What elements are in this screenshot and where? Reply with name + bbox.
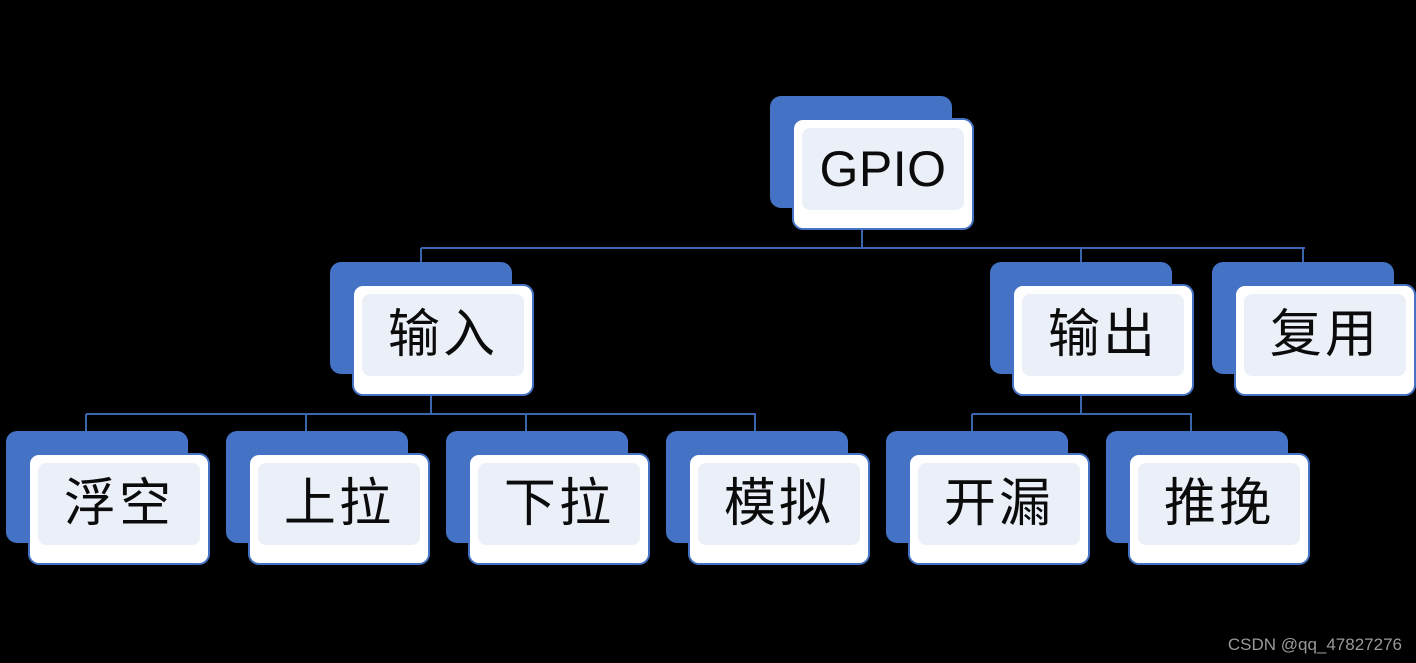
node-card: 模拟 bbox=[688, 453, 870, 565]
node-card: 复用 bbox=[1234, 284, 1416, 396]
node-label: 输出 bbox=[1047, 305, 1159, 365]
node-label: 模拟 bbox=[723, 474, 835, 534]
node-alternate[interactable]: 复用 bbox=[1212, 262, 1416, 396]
node-opendrain[interactable]: 开漏 bbox=[886, 431, 1090, 565]
node-panel: 开漏 bbox=[918, 463, 1080, 545]
node-panel: GPIO bbox=[802, 128, 964, 210]
node-card: 开漏 bbox=[908, 453, 1090, 565]
node-panel: 输入 bbox=[362, 294, 524, 376]
node-panel: 模拟 bbox=[698, 463, 860, 545]
node-card: 浮空 bbox=[28, 453, 210, 565]
node-label: 复用 bbox=[1269, 305, 1381, 365]
node-label: 开漏 bbox=[943, 474, 1055, 534]
node-label: 上拉 bbox=[283, 474, 395, 534]
node-panel: 下拉 bbox=[478, 463, 640, 545]
node-analog[interactable]: 模拟 bbox=[666, 431, 870, 565]
node-panel: 浮空 bbox=[38, 463, 200, 545]
node-gpio[interactable]: GPIO bbox=[770, 96, 974, 230]
node-panel: 上拉 bbox=[258, 463, 420, 545]
node-label: 下拉 bbox=[503, 474, 615, 534]
node-panel: 推挽 bbox=[1138, 463, 1300, 545]
node-card: 推挽 bbox=[1128, 453, 1310, 565]
node-label: 推挽 bbox=[1163, 474, 1275, 534]
node-input[interactable]: 输入 bbox=[330, 262, 534, 396]
node-pulldown[interactable]: 下拉 bbox=[446, 431, 650, 565]
node-card: GPIO bbox=[792, 118, 974, 230]
node-label: 浮空 bbox=[63, 474, 175, 534]
node-card: 上拉 bbox=[248, 453, 430, 565]
node-floating[interactable]: 浮空 bbox=[6, 431, 210, 565]
node-label: 输入 bbox=[387, 305, 499, 365]
node-card: 输出 bbox=[1012, 284, 1194, 396]
node-output[interactable]: 输出 bbox=[990, 262, 1194, 396]
node-pushpull[interactable]: 推挽 bbox=[1106, 431, 1310, 565]
node-panel: 输出 bbox=[1022, 294, 1184, 376]
node-pullup[interactable]: 上拉 bbox=[226, 431, 430, 565]
node-panel: 复用 bbox=[1244, 294, 1406, 376]
node-label: GPIO bbox=[819, 141, 947, 197]
node-card: 下拉 bbox=[468, 453, 650, 565]
node-card: 输入 bbox=[352, 284, 534, 396]
watermark: CSDN @qq_47827276 bbox=[1227, 635, 1402, 654]
